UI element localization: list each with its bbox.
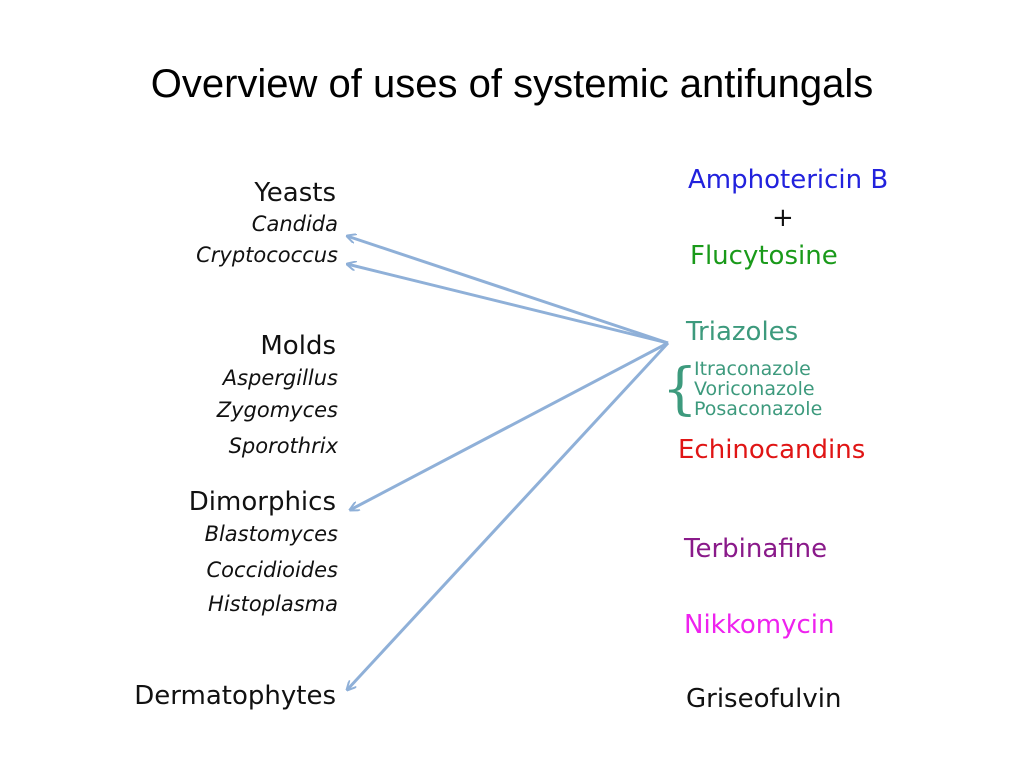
arrow-to-candida <box>347 236 669 345</box>
organism-zygomyces: Zygomyces <box>216 398 338 422</box>
drug-posaconazole: Posaconazole <box>694 398 823 420</box>
arrow-to-cryptococcus <box>347 264 669 345</box>
dimorphics-heading: Dimorphics <box>188 487 336 517</box>
drug-triazoles: Triazoles <box>686 317 799 347</box>
dermatophytes-heading: Dermatophytes <box>134 681 336 711</box>
drug-amphotericin-b: Amphotericin B <box>688 165 889 195</box>
organism-candida: Candida <box>251 212 338 236</box>
triazole-brace: { <box>662 357 698 422</box>
drug-itraconazole: Itraconazole <box>694 358 811 380</box>
slide-title: Overview of uses of systemic antifungals <box>150 62 874 106</box>
drug-griseofulvin: Griseofulvin <box>686 684 842 714</box>
drug-voriconazole: Voriconazole <box>694 378 815 400</box>
organism-blastomyces: Blastomyces <box>204 522 338 546</box>
organism-coccidioides: Coccidioides <box>206 558 338 582</box>
arrow-to-dermatophytes <box>347 341 670 690</box>
arrow-to-dimorphics <box>350 341 669 510</box>
organism-histoplasma: Histoplasma <box>208 592 338 616</box>
drug-flucytosine: Flucytosine <box>690 241 838 271</box>
drug-echinocandins: Echinocandins <box>678 435 866 465</box>
plus-sign: + <box>772 203 794 233</box>
molds-heading: Molds <box>260 331 336 361</box>
organism-cryptococcus: Cryptococcus <box>196 243 338 267</box>
organism-aspergillus: Aspergillus <box>222 366 338 390</box>
yeasts-heading: Yeasts <box>254 178 336 208</box>
drug-terbinafine: Terbinafine <box>684 534 828 564</box>
organism-sporothrix: Sporothrix <box>228 434 338 458</box>
drug-nikkomycin: Nikkomycin <box>684 610 835 640</box>
